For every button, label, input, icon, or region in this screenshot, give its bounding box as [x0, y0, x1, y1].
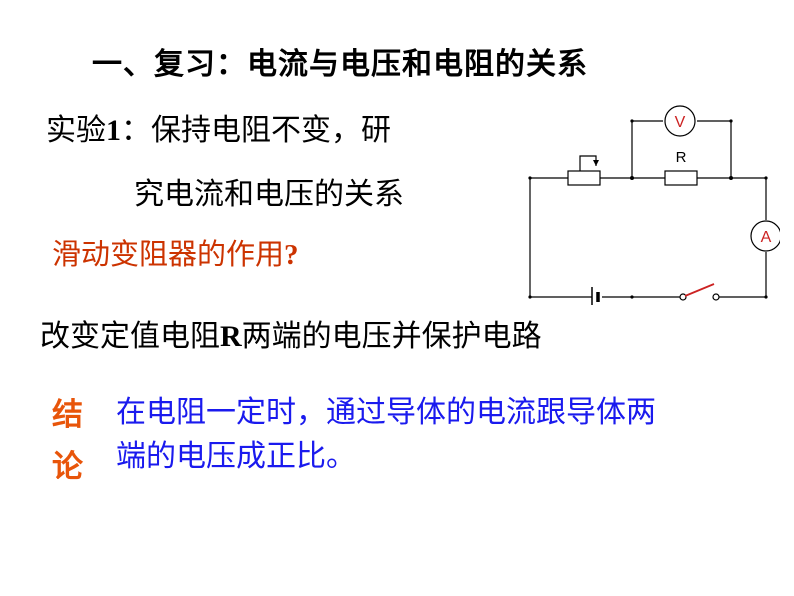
- voltmeter-icon: [664, 105, 696, 137]
- resistor-icon: [664, 170, 698, 186]
- ammeter-label: A: [761, 229, 772, 246]
- rheostat-arrow-icon: [593, 160, 599, 166]
- junction-dots: [528, 119, 768, 299]
- rheostat-icon: [567, 170, 601, 186]
- experiment-number: 1: [106, 114, 121, 147]
- rheostat-question: 滑动变阻器的作用?: [52, 240, 299, 270]
- resistor-letter: R: [220, 320, 242, 353]
- ammeter-icon: [750, 220, 780, 252]
- rheostat-question-text: 滑动变阻器的作用: [52, 237, 285, 271]
- question-mark: ?: [284, 239, 299, 271]
- slide-title: 一、复习：电流与电压和电阻的关系: [92, 47, 588, 82]
- circuit-diagram: R V A: [528, 105, 780, 305]
- voltmeter-label: V: [675, 114, 686, 131]
- conclusion-tag-char-1: 结: [52, 397, 83, 433]
- rheostat-answer-prefix: 改变定值电阻: [40, 319, 220, 354]
- experiment-line-1-rest: ：保持电阻不变，研: [121, 113, 391, 148]
- conclusion-tag-char-2: 论: [52, 449, 83, 485]
- rheostat-answer-suffix: 两端的电压并保护电路: [241, 319, 542, 354]
- rheostat-answer: 改变定值电阻R两端的电压并保护电路: [40, 322, 542, 352]
- resistor-label: R: [676, 149, 687, 166]
- experiment-line-1: 实验1：保持电阻不变，研: [46, 116, 391, 146]
- battery-icon: [591, 287, 600, 305]
- circuit-wires: [529, 120, 767, 298]
- conclusion-line-2: 端的电压成正比。: [116, 439, 356, 474]
- switch-icon: [679, 283, 720, 301]
- experiment-line-2: 究电流和电压的关系: [134, 177, 404, 212]
- conclusion-line-1: 在电阻一定时，通过导体的电流跟导体两: [116, 395, 656, 430]
- experiment-prefix: 实验: [46, 113, 106, 148]
